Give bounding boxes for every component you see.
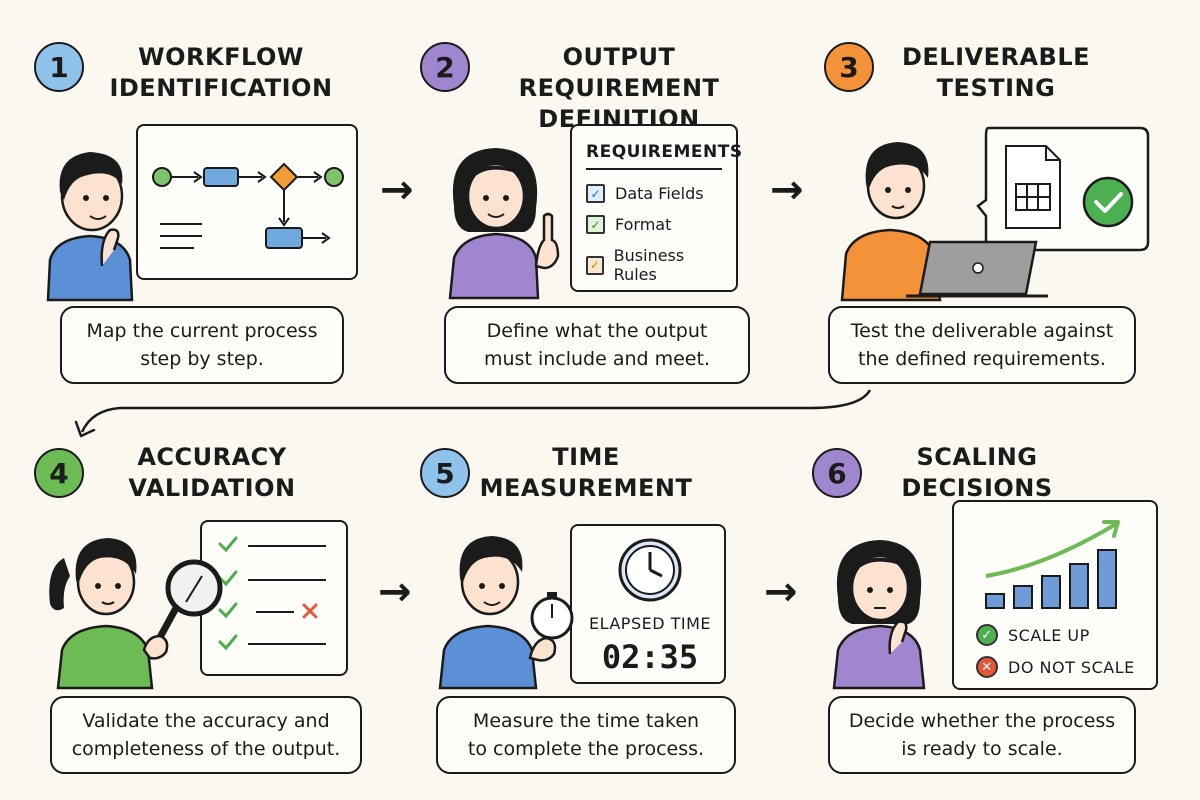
step-5-title: TIME MEASUREMENT: [476, 442, 696, 504]
right-arrow-icon: →: [378, 569, 412, 615]
checkbox-checked-icon: ✓: [586, 184, 605, 203]
step-4-caption: Validate the accuracy and completeness o…: [50, 696, 362, 774]
requirement-label: Data Fields: [615, 184, 704, 203]
step-5-number-badge: 5: [420, 448, 470, 498]
scale-up-label: SCALE UP: [1008, 625, 1090, 645]
person-stopwatch-icon: [438, 536, 574, 690]
step-4-title: ACCURACY VALIDATION: [92, 442, 332, 504]
step-2-caption-line-1: Define what the output: [486, 320, 708, 342]
elapsed-time-value: 02:35: [601, 638, 699, 676]
process-flowchart-icon: [152, 162, 344, 249]
person-thinking-icon: [46, 152, 134, 302]
step-6-number: 6: [827, 456, 847, 490]
elapsed-time-label: ELAPSED TIME: [588, 614, 712, 633]
checklist-with-error-icon: [218, 536, 326, 651]
step-4-title-line-2: VALIDATION: [128, 474, 296, 502]
requirement-business-rules: ✓ Business Rules: [586, 246, 722, 284]
scaling-decision-panel: ✓ SCALE UP ✕ DO NOT SCALE: [952, 500, 1158, 690]
person-pointing-icon: [448, 148, 560, 300]
person-magnifier-icon: [49, 538, 223, 690]
step-5-caption-line-2: to complete the process.: [467, 738, 705, 760]
right-arrow-icon: →: [764, 569, 798, 615]
clock-icon: [618, 538, 682, 602]
step-4-caption-line-2: completeness of the output.: [71, 738, 341, 760]
checkbox-checked-icon: ✓: [586, 215, 605, 234]
step-3-caption-line-2: the defined requirements.: [858, 348, 1106, 370]
step-5-title-line-2: MEASUREMENT: [479, 474, 693, 502]
step-1-caption-line-2: step by step.: [140, 348, 264, 370]
requirement-data-fields: ✓ Data Fields: [586, 184, 722, 203]
requirement-label: Business Rules: [613, 246, 685, 284]
requirement-format: ✓ Format: [586, 215, 722, 234]
step-1-caption: Map the current process step by step.: [60, 306, 344, 384]
step-3-title: DELIVERABLE TESTING: [886, 42, 1106, 104]
step-4-caption-line-1: Validate the accuracy and: [82, 710, 330, 732]
person-considering-icon: [832, 540, 926, 690]
step-6-number-badge: 6: [812, 448, 862, 498]
step-6-title-line-2: DECISIONS: [901, 474, 1053, 502]
scale-up-option: ✓ SCALE UP: [976, 624, 1090, 646]
step-5-caption-line-1: Measure the time taken: [472, 710, 700, 732]
step-6-caption-line-1: Decide whether the process: [848, 710, 1116, 732]
step-5-title-line-1: TIME: [552, 443, 620, 471]
step-1-number-badge: 1: [34, 42, 84, 92]
step-5-number: 5: [435, 456, 455, 490]
right-arrow-icon: →: [770, 167, 804, 213]
requirement-label: Format: [615, 215, 672, 234]
requirements-title: REQUIREMENTS: [586, 142, 742, 170]
do-not-scale-option: ✕ DO NOT SCALE: [976, 656, 1135, 678]
step-1-caption-line-1: Map the current process: [86, 320, 318, 342]
elapsed-time-panel: ELAPSED TIME 02:35: [570, 524, 726, 684]
step-3-title-line-1: DELIVERABLE: [901, 43, 1091, 71]
step-3-title-line-2: TESTING: [936, 74, 1056, 102]
person-laptop-icon: [840, 142, 1048, 302]
right-arrow-icon: →: [380, 167, 414, 213]
step-2-number-badge: 2: [420, 42, 470, 92]
step-1-number: 1: [49, 50, 69, 84]
step-4-title-line-1: ACCURACY: [137, 443, 287, 471]
step-2-caption-line-2: must include and meet.: [484, 348, 710, 370]
checkbox-checked-icon: ✓: [586, 255, 604, 275]
step-2-title: OUTPUT REQUIREMENT DEFINITION: [474, 42, 764, 135]
requirements-panel: REQUIREMENTS ✓ Data Fields ✓ Format ✓ Bu…: [570, 124, 742, 292]
step-5-caption: Measure the time taken to complete the p…: [436, 696, 736, 774]
check-circle-icon: ✓: [976, 624, 998, 646]
do-not-scale-label: DO NOT SCALE: [1008, 657, 1135, 677]
step-1-title-line-2: IDENTIFICATION: [109, 74, 333, 102]
step-6-caption: Decide whether the process is ready to s…: [828, 696, 1136, 774]
step-3-caption: Test the deliverable against the defined…: [828, 306, 1136, 384]
curved-return-arrow-icon: [74, 389, 872, 438]
cross-circle-icon: ✕: [976, 656, 998, 678]
spreadsheet-approved-bubble: [976, 126, 1150, 252]
step-3-caption-line-1: Test the deliverable against: [850, 320, 1114, 342]
step-3-number-badge: 3: [824, 42, 874, 92]
step-2-number: 2: [435, 50, 455, 84]
growth-bar-chart-icon: [985, 520, 1120, 609]
step-6-title-line-1: SCALING: [916, 443, 1038, 471]
step-6-title: SCALING DECISIONS: [892, 442, 1062, 504]
step-4-number-badge: 4: [34, 448, 84, 498]
step-1-title-line-1: WORKFLOW: [138, 43, 304, 71]
step-6-caption-line-2: is ready to scale.: [901, 738, 1063, 760]
step-2-caption: Define what the output must include and …: [444, 306, 750, 384]
step-3-number: 3: [839, 50, 859, 84]
step-2-title-line-1: OUTPUT REQUIREMENT: [518, 43, 720, 102]
process-map-panel: [136, 124, 358, 280]
step-1-title: WORKFLOW IDENTIFICATION: [96, 42, 346, 104]
step-4-number: 4: [49, 456, 69, 490]
